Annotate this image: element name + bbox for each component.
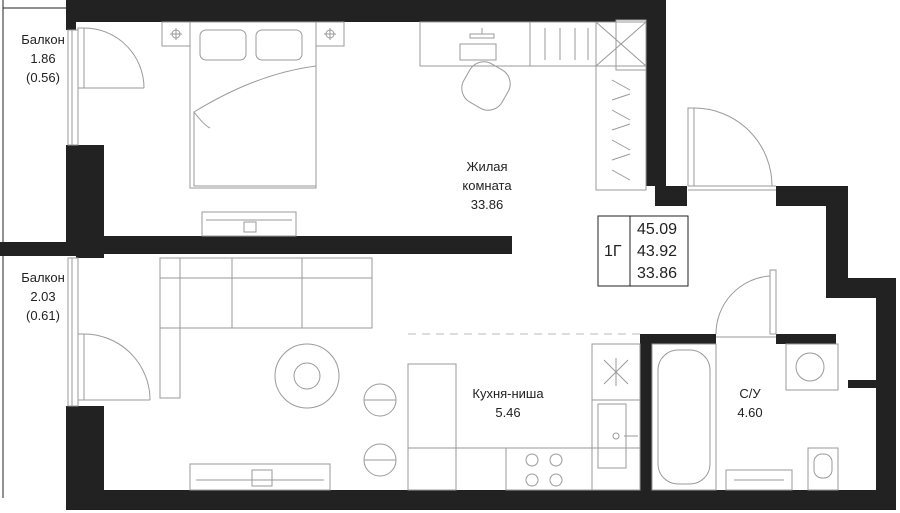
balcony-outline (2, 0, 66, 498)
kitchen-label: Кухня-ниша 5.46 (456, 384, 560, 422)
living-room-name-1: Жилая (466, 159, 508, 174)
bathroom-label: С/У 4.60 (724, 384, 776, 422)
apartment-type: 1Г (604, 243, 622, 260)
tv-stand-kitchen (189, 463, 331, 491)
doors (77, 27, 777, 401)
living-area: 33.86 (637, 265, 678, 282)
balcony-bottom-name: Балкон (21, 270, 65, 285)
bathroom-area: 4.60 (737, 405, 763, 420)
coffee-table (274, 343, 340, 409)
kitchen-area: 5.46 (495, 405, 521, 420)
balcony-top-area: 1.86 (30, 51, 56, 66)
windows (67, 19, 647, 407)
balcony-top-label: Балкон 1.86 (0.56) (8, 30, 78, 87)
area-without-balcony: 43.92 (637, 243, 678, 260)
kitchen-counter (407, 343, 641, 491)
bathroom-name: С/У (739, 386, 761, 401)
tv-stand-living (201, 211, 297, 237)
area-summary-box (597, 215, 689, 287)
balcony-bottom-area-reduced: (0.61) (26, 308, 60, 323)
balcony-bottom-label: Балкон 2.03 (0.61) (8, 268, 78, 325)
dining-chairs (363, 383, 397, 477)
wardrobe (529, 21, 647, 191)
living-room-label: Жилая комната 33.86 (440, 157, 534, 214)
kitchen-name: Кухня-ниша (472, 386, 544, 401)
balcony-top-area-reduced: (0.56) (26, 70, 60, 85)
sofa (159, 257, 373, 399)
living-room-name-2: комната (462, 178, 512, 193)
bed (161, 21, 345, 189)
balcony-bottom-area: 2.03 (30, 289, 56, 304)
balcony-top-name: Балкон (21, 32, 65, 47)
total-area: 45.09 (637, 221, 678, 238)
living-room-area: 33.86 (470, 197, 504, 212)
desk (419, 21, 531, 111)
bathroom-fixtures (651, 343, 839, 491)
